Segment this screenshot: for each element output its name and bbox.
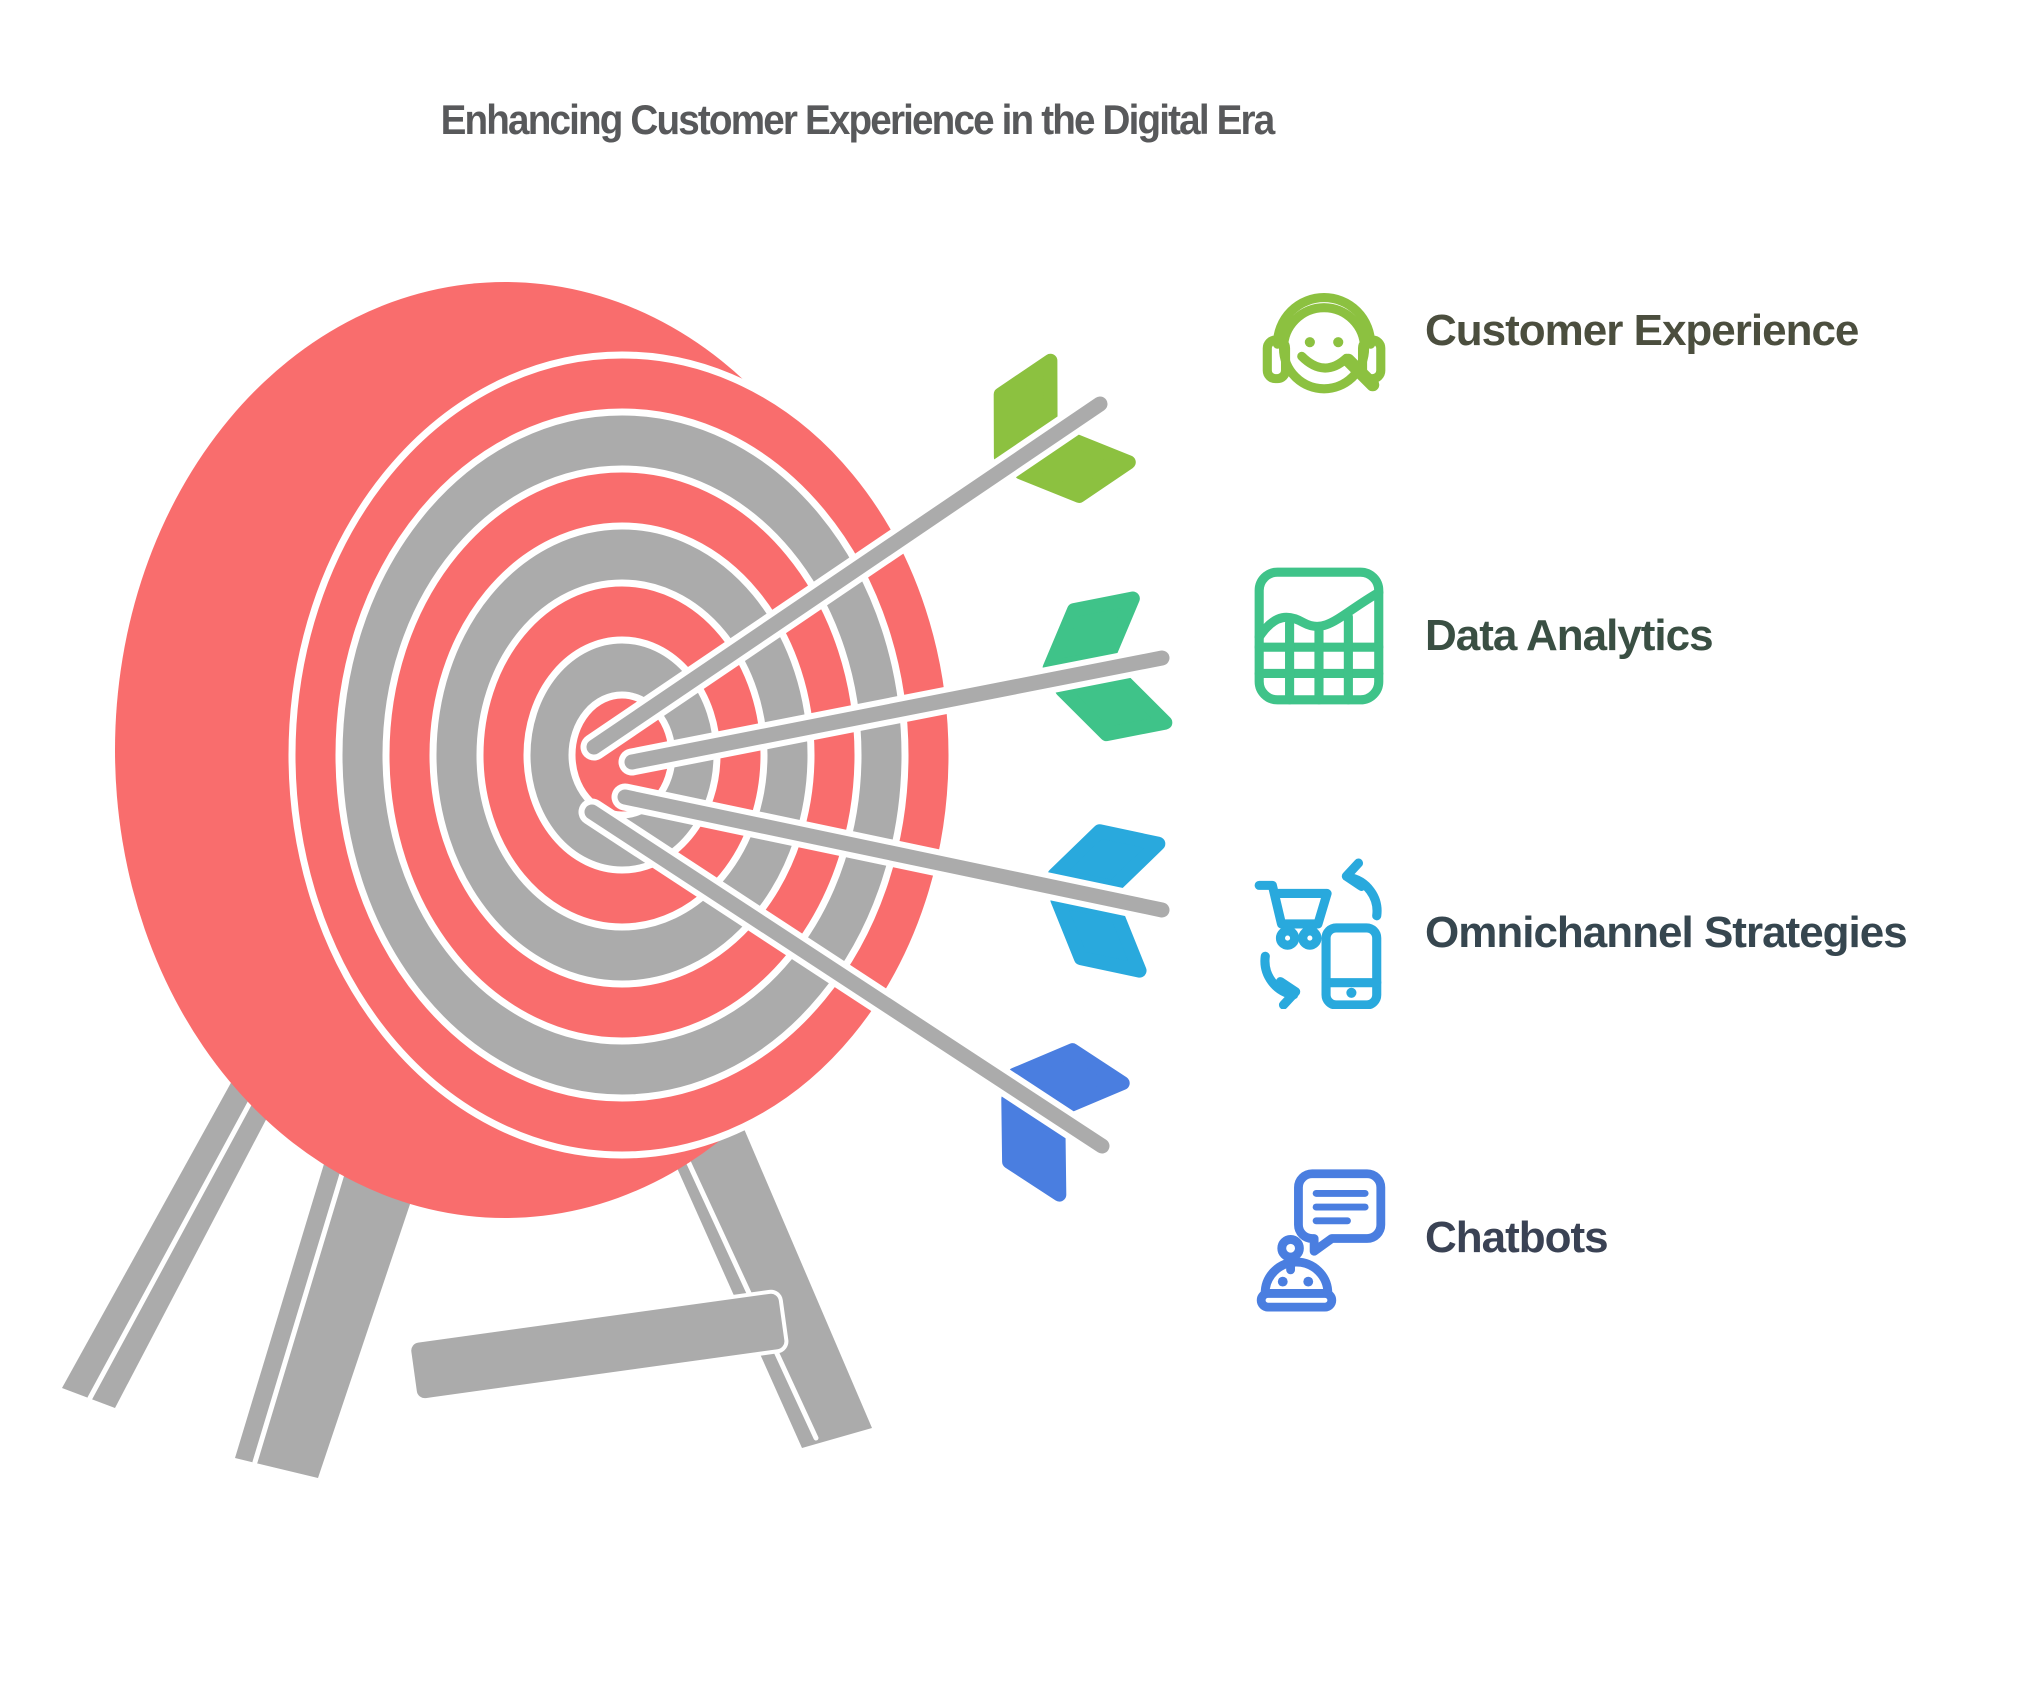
item-label: Data Analytics <box>1425 611 1714 660</box>
legend-item-customer-experience: Customer Experience <box>1245 253 1859 409</box>
arrow-4 <box>578 798 1130 1202</box>
analytics-chart-grid-icon <box>1245 560 1397 712</box>
arrow-1 <box>580 353 1136 761</box>
legend-item-data-analytics: Data Analytics <box>1245 558 1714 714</box>
page-title: Enhancing Customer Experience in the Dig… <box>440 96 1276 143</box>
legend-item-omnichannel-strategies: Omnichannel Strategies <box>1245 855 1908 1011</box>
arrow-2 <box>618 591 1176 776</box>
stand-leg-outer-left <box>62 1052 292 1408</box>
chatbot-robot-bubble-icon <box>1245 1162 1397 1314</box>
item-label: Chatbots <box>1425 1213 1609 1262</box>
arrow-3 <box>611 783 1176 978</box>
stand-crossbar <box>407 1289 789 1403</box>
legend-item-chatbots: Chatbots <box>1245 1160 1609 1316</box>
stand-leg-right <box>640 1068 872 1448</box>
arrow-3-fletching <box>1047 824 1166 978</box>
cart-phone-sync-icon <box>1245 857 1397 1009</box>
item-label: Customer Experience <box>1425 306 1859 355</box>
customer-support-headset-icon <box>1245 255 1397 407</box>
item-label: Omnichannel Strategies <box>1425 908 1908 957</box>
